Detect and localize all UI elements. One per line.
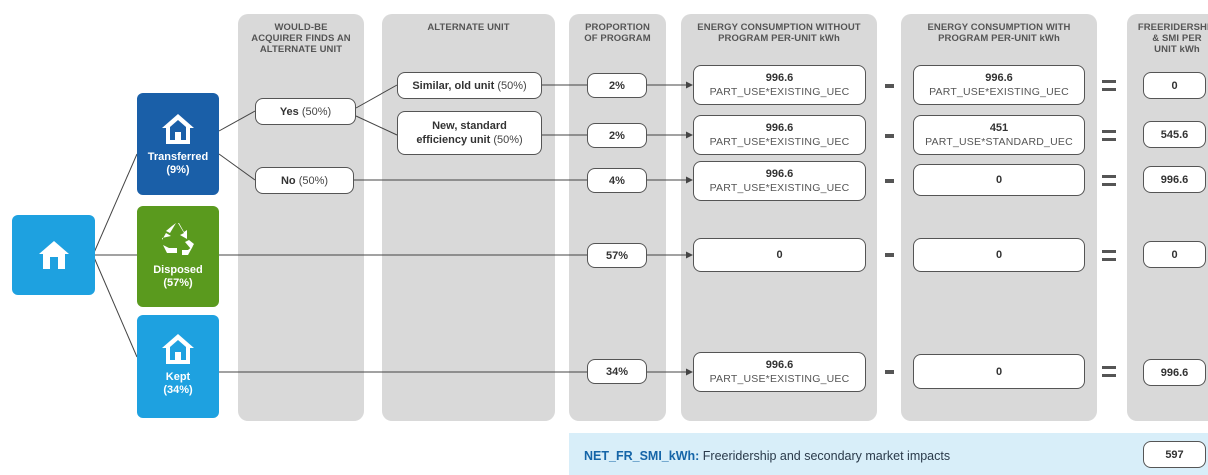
without-value: 996.6 [765, 72, 794, 84]
net-value: 597 [1165, 448, 1184, 461]
fr-result-box: 0 [1143, 241, 1206, 268]
alt-new-line1: New, standard [432, 120, 507, 132]
net-value-box: 597 [1143, 441, 1206, 468]
with-program-box: 0 [913, 238, 1085, 272]
with-formula: PART_USE*STANDARD_UEC [925, 136, 1073, 148]
without-value: 996.6 [765, 359, 794, 371]
with-program-box: 0 [913, 354, 1085, 389]
fr-value: 545.6 [1160, 128, 1189, 141]
net-summary-bar [569, 433, 1208, 475]
house-icon [162, 334, 194, 364]
minus-sign [885, 253, 894, 257]
with-program-box: 451 PART_USE*STANDARD_UEC [913, 115, 1085, 155]
fr-value: 996.6 [1160, 366, 1189, 379]
header-with-program: ENERGY CONSUMPTION WITH PROGRAM PER-UNIT… [927, 22, 1071, 44]
without-formula: PART_USE*EXISTING_UEC [709, 373, 850, 385]
without-program-box: 0 [693, 238, 866, 272]
proportion-value: 34% [605, 365, 629, 378]
proportion-box: 4% [587, 168, 647, 193]
transferred-tile: Transferred (9%) [137, 93, 219, 195]
decision-no-label: No [280, 174, 296, 187]
with-value: 0 [995, 365, 1003, 378]
fr-value: 0 [1171, 79, 1178, 92]
minus-sign [885, 134, 894, 138]
without-program-box: 996.6 PART_USE*EXISTING_UEC [693, 161, 866, 201]
disposed-label: Disposed (57%) [153, 264, 203, 289]
kept-label: Kept (34%) [163, 371, 193, 396]
net-description: Freeridership and secondary market impac… [702, 449, 951, 463]
without-formula: PART_USE*EXISTING_UEC [709, 136, 850, 148]
with-program-box: 0 [913, 164, 1085, 196]
with-value: 0 [995, 249, 1003, 261]
with-value: 0 [995, 174, 1003, 186]
alt-new-standard-box: New, standard efficiency unit (50%) [397, 111, 542, 155]
decision-yes-box: Yes (50%) [255, 98, 356, 125]
equals-sign [1102, 175, 1116, 186]
alt-similar-old-box: Similar, old unit (50%) [397, 72, 542, 99]
without-program-box: 996.6 PART_USE*EXISTING_UEC [693, 352, 866, 392]
decision-no-pct: (50%) [298, 174, 329, 187]
without-program-box: 996.6 PART_USE*EXISTING_UEC [693, 115, 866, 155]
fr-result-box: 0 [1143, 72, 1206, 99]
alt-similar-pct: (50%) [497, 79, 527, 92]
net-key: NET_FR_SMI_kWh: [584, 449, 700, 463]
proportion-value: 2% [609, 79, 625, 92]
header-proportion: PROPORTION OF PROGRAM [584, 22, 651, 44]
header-freeridership: FREERIDERSHIP & SMI PER UNIT kWh [1137, 22, 1208, 55]
without-value: 0 [776, 249, 783, 261]
decision-yes-pct: (50%) [301, 105, 332, 118]
disposed-tile: Disposed (57%) [137, 206, 219, 307]
without-program-box: 996.6 PART_USE*EXISTING_UEC [693, 65, 866, 105]
house-icon [162, 114, 194, 144]
proportion-box: 2% [587, 73, 647, 98]
equals-sign [1102, 130, 1116, 141]
fr-result-box: 996.6 [1143, 166, 1206, 193]
transferred-label: Transferred (9%) [147, 151, 209, 176]
alt-new-pct: (50%) [493, 134, 523, 146]
fr-value: 996.6 [1160, 173, 1189, 186]
header-without-program: ENERGY CONSUMPTION WITHOUT PROGRAM PER-U… [697, 22, 861, 44]
column-finds-alternate-bg [238, 14, 364, 421]
without-value: 996.6 [765, 168, 794, 180]
proportion-box: 2% [587, 123, 647, 148]
proportion-value: 4% [609, 174, 625, 187]
fr-result-box: 996.6 [1143, 359, 1206, 386]
fr-result-box: 545.6 [1143, 121, 1206, 148]
with-formula: PART_USE*EXISTING_UEC [929, 86, 1069, 98]
minus-sign [885, 179, 894, 183]
minus-sign [885, 370, 894, 374]
net-summary-text: NET_FR_SMI_kWh: Freeridership and second… [584, 449, 950, 463]
alt-similar-label: Similar, old unit [412, 79, 495, 92]
origin-house-tile [12, 215, 95, 295]
without-formula: PART_USE*EXISTING_UEC [709, 182, 850, 194]
with-program-box: 996.6 PART_USE*EXISTING_UEC [913, 65, 1085, 105]
with-value: 451 [989, 122, 1009, 134]
alt-new-line2: efficiency unit [416, 134, 491, 146]
recycle-icon [162, 223, 194, 255]
minus-sign [885, 84, 894, 88]
house-icon [38, 241, 69, 269]
equals-sign [1102, 80, 1116, 91]
fr-value: 0 [1171, 248, 1178, 261]
proportion-value: 2% [609, 129, 625, 142]
proportion-box: 34% [587, 359, 647, 384]
header-finds-alternate: WOULD-BE ACQUIRER FINDS AN ALTERNATE UNI… [251, 22, 351, 55]
with-value: 996.6 [985, 72, 1013, 84]
without-value: 996.6 [765, 122, 794, 134]
equals-sign [1102, 366, 1116, 377]
without-formula: PART_USE*EXISTING_UEC [709, 86, 850, 98]
proportion-box: 57% [587, 243, 647, 268]
header-alternate-unit: ALTERNATE UNIT [427, 22, 510, 33]
equals-sign [1102, 250, 1116, 261]
proportion-value: 57% [605, 249, 629, 262]
decision-no-box: No (50%) [255, 167, 354, 194]
kept-tile: Kept (34%) [137, 315, 219, 418]
decision-yes-label: Yes [279, 105, 299, 118]
